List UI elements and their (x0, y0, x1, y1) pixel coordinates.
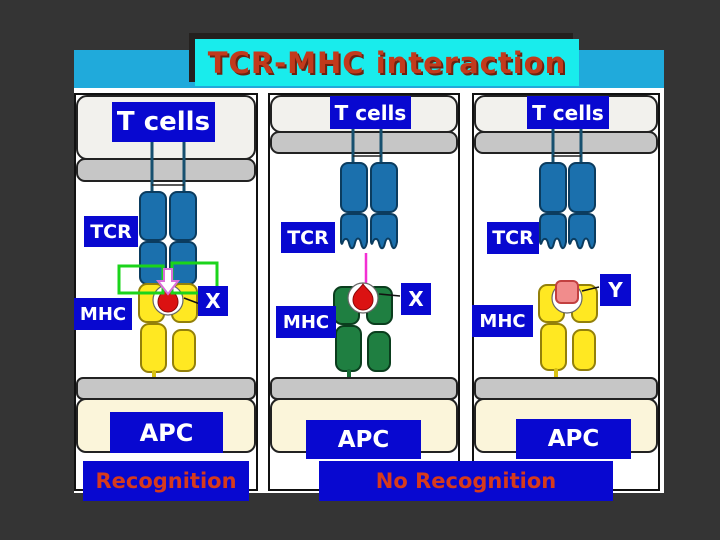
peptide-y-label-3: Y (600, 274, 631, 306)
tcr-molecule (539, 162, 596, 250)
t-cell-membrane (474, 131, 658, 154)
tcr-label-3: TCR (487, 222, 539, 254)
mhc-molecule (333, 282, 393, 415)
mhc-label-2: MHC (276, 306, 336, 338)
tcr-label-1: TCR (84, 216, 138, 247)
slide-title: TCR-MHC interaction (195, 39, 579, 86)
tcr-unmatched-end (340, 213, 368, 250)
panel-2-diagram (268, 93, 460, 491)
binding-arrow-icon (155, 268, 181, 296)
t-cells-label-3: T cells (527, 96, 609, 129)
tcr-unmatched-end (539, 213, 567, 250)
tcr-stems (351, 129, 383, 166)
peptide-x-icon (352, 283, 374, 311)
mhc-label-3: MHC (472, 305, 533, 337)
tcr-molecule (340, 162, 398, 250)
label-pointer-line (183, 297, 201, 305)
peptide-x-label-1: X (198, 286, 228, 316)
t-cells-label-1: T cells (112, 102, 215, 142)
apc-label-3: APC (516, 419, 631, 459)
peptide-x-label-2: X (401, 283, 431, 315)
t-cell-membrane (76, 158, 256, 182)
mhc-label-1: MHC (74, 298, 132, 330)
tcr-molecule (139, 191, 197, 285)
tcr-unmatched-end (370, 213, 398, 250)
apc-membrane (76, 377, 256, 400)
label-pointer-line (378, 293, 401, 297)
tcr-stems (551, 129, 583, 166)
no-recognition-caption: No Recognition (319, 461, 613, 501)
label-pointer-line (581, 286, 600, 292)
t-cell-membrane (270, 131, 458, 154)
apc-membrane (474, 377, 658, 400)
apc-label-2: APC (306, 420, 421, 459)
tcr-stems (150, 140, 186, 195)
recognition-caption: Recognition (83, 461, 249, 501)
mhc-molecule (538, 280, 598, 417)
t-cells-label-2: T cells (330, 96, 411, 129)
tcr-label-2: TCR (281, 222, 335, 253)
peptide-y-icon (555, 280, 579, 304)
tcr-unmatched-end (568, 213, 596, 250)
apc-label-1: APC (110, 412, 223, 453)
apc-membrane (270, 377, 458, 400)
